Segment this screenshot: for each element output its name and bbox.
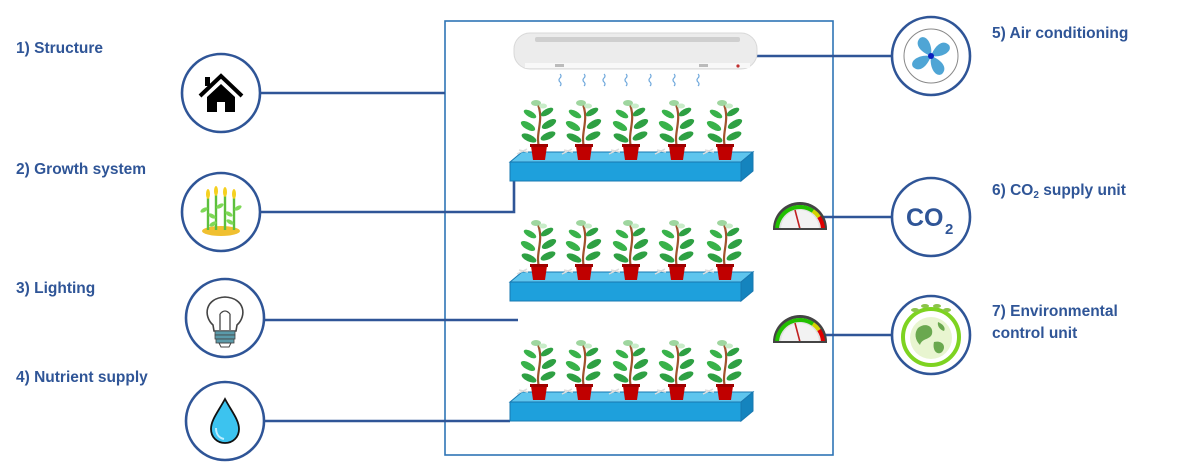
connector-growth-system — [260, 181, 516, 214]
label-growth-system: 2) Growth system — [16, 161, 147, 178]
potted-plant-icon — [653, 338, 697, 402]
potted-plant-icon — [607, 338, 651, 402]
co2-icon-circle — [890, 176, 972, 258]
potted-plant-icon — [607, 98, 651, 162]
growth-system-icon-circle — [180, 171, 262, 253]
svg-text:CO: CO — [906, 204, 944, 232]
potted-plant-icon — [701, 338, 745, 402]
air-conditioner-unit — [513, 32, 758, 87]
label-air-conditioning: 5) Air conditioning — [992, 25, 1129, 42]
water-drop-icon — [210, 397, 240, 444]
gauge-icon — [771, 200, 829, 232]
label-structure: 1) Structure — [16, 40, 104, 57]
house-icon — [198, 73, 244, 112]
svg-text:2: 2 — [945, 221, 953, 238]
potted-plant-icon — [560, 98, 604, 162]
potted-plant-icon — [515, 218, 559, 282]
potted-plant-icon — [701, 98, 745, 162]
label-nutrient-supply: 4) Nutrient supply — [16, 369, 148, 386]
farm-structure-frame — [444, 20, 834, 456]
light-bulb-icon — [206, 296, 244, 348]
potted-plant-icon — [560, 338, 604, 402]
growing-shelves — [509, 98, 754, 422]
potted-plant-icon — [560, 218, 604, 282]
potted-plant-icon — [515, 98, 559, 162]
potted-plant-icon — [607, 218, 651, 282]
potted-plant-icon — [701, 218, 745, 282]
globe-icon — [901, 304, 961, 367]
label-lighting: 3) Lighting — [16, 280, 96, 297]
label-environmental-control-unit: 7) Environmental control unit — [992, 303, 1118, 342]
crop-plants-icon — [200, 186, 242, 236]
gauge-icon — [771, 313, 829, 345]
connector-lines — [260, 54, 892, 423]
label-co2-supply-unit: 6) CO2 supply unit — [992, 182, 1126, 201]
fan-icon — [903, 28, 959, 84]
airflow-icon — [558, 73, 700, 87]
potted-plant-icon — [515, 338, 559, 402]
co2-icon: CO 2 — [906, 204, 953, 238]
potted-plant-icon — [653, 218, 697, 282]
potted-plant-icon — [653, 98, 697, 162]
